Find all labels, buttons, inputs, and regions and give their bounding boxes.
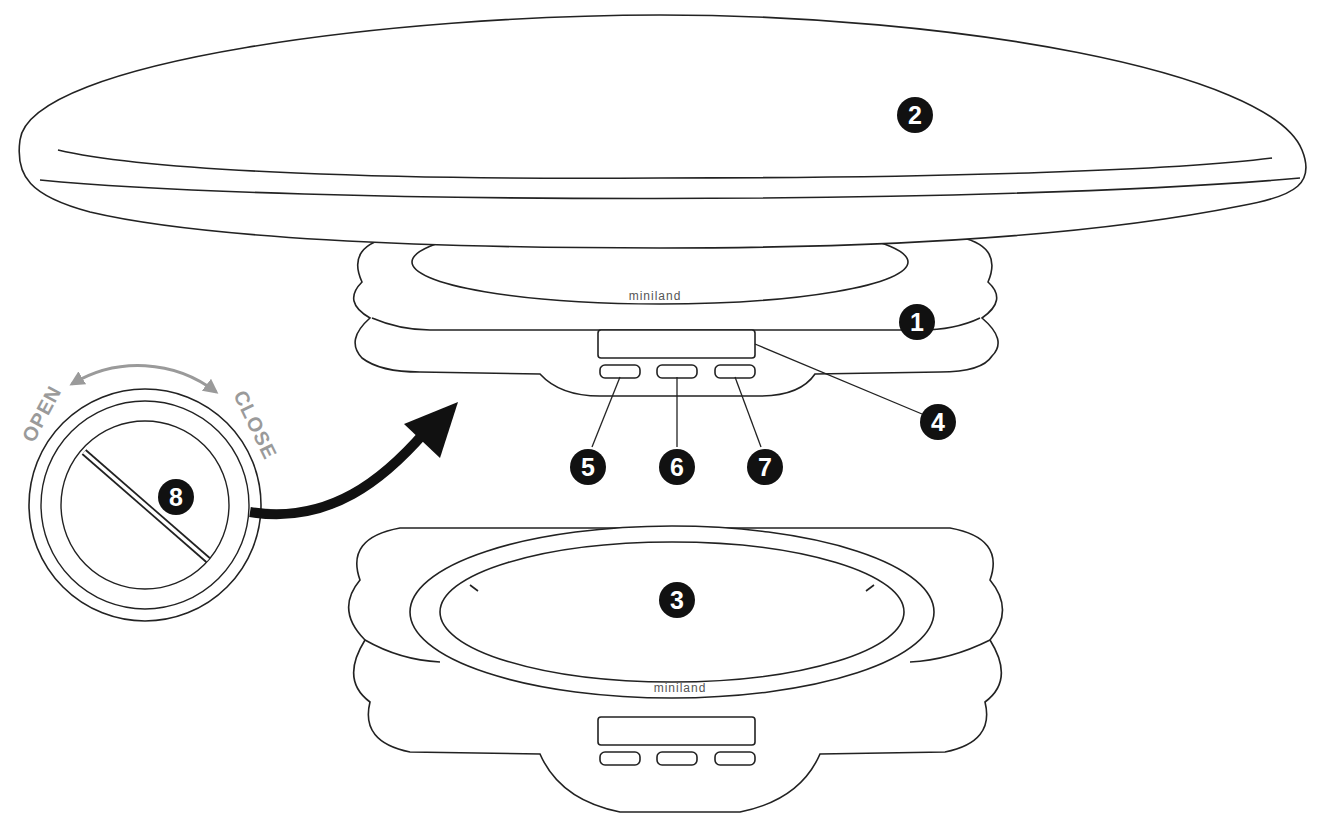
callout-number: 6 [659,449,695,485]
brand-name: miniland [629,289,682,303]
callout-number: 2 [897,97,933,133]
callout-number: 3 [659,582,695,618]
leader-lines [592,344,922,447]
scale-base-without-tray [349,526,1003,812]
brand-name: miniland [654,681,707,695]
battery-cover [29,366,458,621]
callout-number: 5 [570,449,606,485]
weighing-tray [19,15,1306,248]
callout-number: 1 [899,304,935,340]
callout-number: 8 [158,479,194,515]
callout-number: 7 [747,449,783,485]
callout-number: 4 [920,404,956,440]
